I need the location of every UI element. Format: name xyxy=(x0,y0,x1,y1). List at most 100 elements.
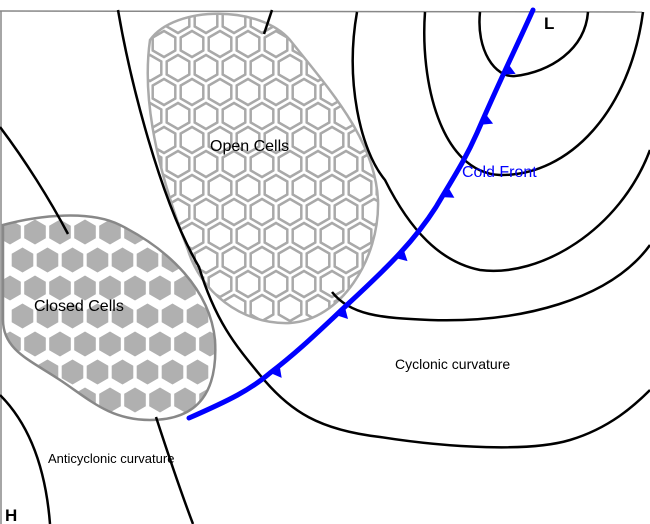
open-cell xyxy=(375,221,379,251)
cold-front-triangle-icon xyxy=(270,365,282,378)
open-cell xyxy=(375,125,379,155)
open-cell xyxy=(165,149,191,179)
cyclonic-curvature-label: Cyclonic curvature xyxy=(395,356,511,372)
closed-cell xyxy=(111,303,134,329)
closed-cell xyxy=(11,359,34,385)
cold-front-triangle-icon xyxy=(395,249,408,262)
open-cell xyxy=(179,125,205,155)
isobar-2 xyxy=(423,11,645,177)
open-cell xyxy=(207,29,233,59)
closed-cell xyxy=(149,219,171,245)
closed-cell xyxy=(161,303,184,329)
cold-front xyxy=(186,7,536,421)
open-cell xyxy=(291,125,317,155)
open-cell xyxy=(179,29,205,59)
open-cell xyxy=(263,77,289,107)
open-cell xyxy=(235,125,261,155)
cold-front-label: Cold Front xyxy=(462,164,537,181)
open-cell xyxy=(207,77,233,107)
closed-cell xyxy=(149,275,171,301)
open-cell xyxy=(235,173,261,203)
frame-top xyxy=(0,10,643,13)
open-cell xyxy=(193,53,219,83)
open-cell xyxy=(347,77,373,107)
cold-front-triangle-icon xyxy=(480,113,494,125)
open-cell xyxy=(207,269,233,299)
closed-cell xyxy=(86,359,109,385)
open-cell xyxy=(333,149,359,179)
open-cell xyxy=(333,197,359,227)
open-cell xyxy=(305,293,331,323)
open-cell xyxy=(165,53,191,83)
closed-cell xyxy=(186,303,209,329)
open-cell xyxy=(319,269,345,299)
closed-cell xyxy=(3,275,21,301)
closed-cell xyxy=(74,275,96,301)
open-cell xyxy=(375,29,379,59)
closed-cell xyxy=(124,275,146,301)
closed-cell xyxy=(99,331,121,357)
closed-cell xyxy=(161,359,184,385)
closed-cell xyxy=(86,247,109,273)
open-cell xyxy=(249,245,275,275)
closed-cell xyxy=(61,247,84,273)
low-pressure-label: L xyxy=(544,14,555,33)
isobar-9 xyxy=(262,9,274,35)
closed-cell xyxy=(149,387,171,413)
open-cell xyxy=(249,197,275,227)
closed-cell xyxy=(99,275,121,301)
open-cell xyxy=(375,77,379,107)
cold-front-triangle-icon xyxy=(503,63,516,75)
closed-cell xyxy=(61,303,84,329)
open-cell xyxy=(179,77,205,107)
open-cell xyxy=(277,101,303,131)
open-cell xyxy=(291,173,317,203)
closed-cell xyxy=(186,359,209,385)
closed-cell xyxy=(24,331,46,357)
closed-cell xyxy=(174,387,196,413)
isobar-1 xyxy=(478,11,590,78)
closed-cell xyxy=(174,331,196,357)
closed-cell xyxy=(24,387,46,413)
open-cell xyxy=(235,77,261,107)
open-cell xyxy=(235,29,261,59)
open-cell xyxy=(221,245,247,275)
open-cell xyxy=(263,269,289,299)
closed-cell xyxy=(11,303,34,329)
closed-cell xyxy=(174,275,196,301)
closed-cell xyxy=(49,331,71,357)
open-cell xyxy=(151,221,177,251)
closed-cells-outline xyxy=(1,214,217,422)
closed-cell xyxy=(124,387,146,413)
open-cell xyxy=(193,245,219,275)
closed-cell xyxy=(49,219,71,245)
closed-cell xyxy=(111,247,134,273)
isobar-6 xyxy=(0,126,70,235)
open-cell xyxy=(305,197,331,227)
open-cell xyxy=(291,269,317,299)
open-cell xyxy=(221,101,247,131)
closed-cell xyxy=(99,387,121,413)
closed-cell xyxy=(11,247,34,273)
open-cell xyxy=(305,245,331,275)
open-cell xyxy=(291,221,317,251)
open-cell xyxy=(249,149,275,179)
open-cell xyxy=(193,13,219,35)
closed-cell xyxy=(99,219,121,245)
open-cell xyxy=(263,125,289,155)
open-cell xyxy=(277,149,303,179)
open-cell xyxy=(221,13,247,35)
open-cell xyxy=(207,125,233,155)
open-cell xyxy=(147,197,163,227)
anticyclonic-curvature-label: Anticyclonic curvature xyxy=(48,451,175,466)
closed-cell xyxy=(86,303,109,329)
closed-cell xyxy=(136,303,159,329)
open-cell xyxy=(305,149,331,179)
open-cell xyxy=(319,125,345,155)
open-cells-label: Open Cells xyxy=(210,138,290,155)
closed-cells-label: Closed Cells xyxy=(34,298,124,315)
open-cell xyxy=(277,293,303,323)
closed-cell xyxy=(136,359,159,385)
open-cell xyxy=(207,173,233,203)
